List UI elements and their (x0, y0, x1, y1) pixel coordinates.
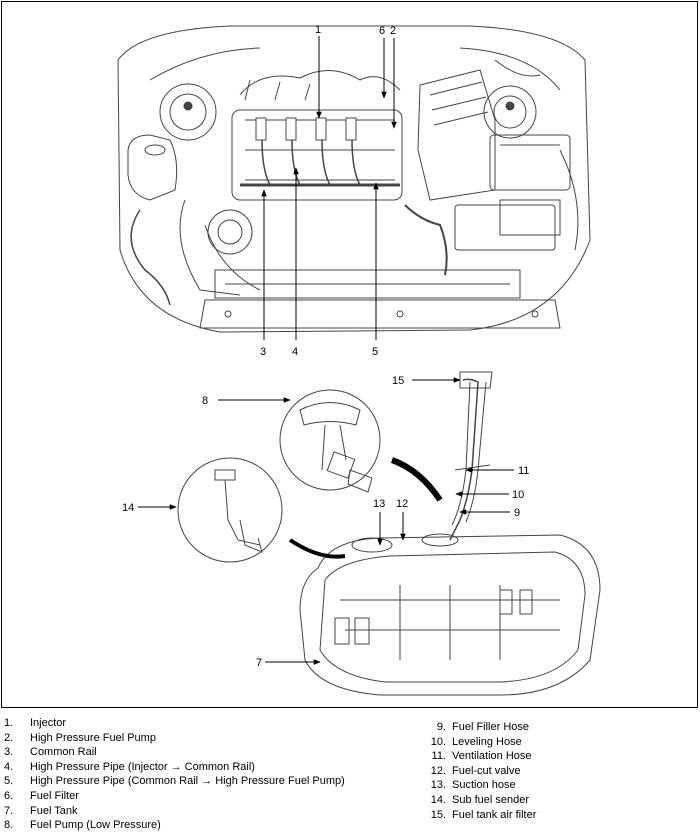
callout-2: 2 (390, 25, 397, 129)
legend-item: 9.Fuel Filler Hose (436, 721, 530, 733)
engine-bay-illustration (117, 25, 591, 333)
legend-item: 13.Suction hose (430, 779, 516, 792)
legend-item: 11.Ventilation Hose (431, 750, 532, 763)
callout-5: 5 (372, 182, 379, 358)
legend-item: 15.Fuel tank air filter (430, 808, 537, 821)
callout-2-label: 2 (390, 25, 396, 37)
callout-7-label: 7 (256, 657, 262, 669)
callout-15-label: 15 (392, 375, 404, 387)
callout-14-label: 14 (122, 502, 134, 514)
legend-item: 1.Injector (4, 717, 67, 729)
callout-12: 12 (396, 498, 408, 541)
callout-3-label: 3 (260, 346, 266, 358)
diagram-frame (1, 1, 698, 708)
callout-12-label: 12 (396, 498, 408, 510)
callout-11-label: 11 (518, 465, 529, 477)
callout-11: 11 (465, 465, 529, 477)
callout-3: 3 (260, 189, 267, 358)
callout-8: 8 (202, 395, 291, 407)
callout-4: 4 (292, 167, 299, 358)
callout-9-label: 9 (514, 507, 520, 519)
callout-14: 14 (122, 502, 177, 514)
callout-6: 6 (379, 25, 387, 99)
fuel-tank-illustration (177, 371, 601, 696)
legend-item: 6.Fuel Filter (4, 789, 79, 802)
callout-10-label: 10 (512, 489, 524, 501)
legend-item: 3.Common Rail (4, 746, 97, 759)
legend-item: 2.High Pressure Fuel Pump (4, 731, 156, 744)
legend-right: 9.Fuel Filler Hose 10.Leveling Hose 11.V… (415, 720, 537, 822)
legend-item: 7.Fuel Tank (4, 804, 78, 817)
legend-item: 8.Fuel Pump (Low Pressure) (4, 819, 161, 832)
legend-item: 14.Sub fuel sender (430, 793, 530, 806)
legend-left: 1.Injector 2.High Pressure Fuel Pump 3.C… (4, 716, 345, 833)
legend-item: 5.High Pressure Pipe (Common Rail → High… (4, 775, 345, 788)
callout-9: 9 (459, 507, 520, 519)
callout-13: 13 (373, 498, 385, 546)
callout-13-label: 13 (373, 498, 385, 510)
legend-item: 10.Leveling Hose (430, 735, 522, 748)
callout-15: 15 (392, 375, 461, 387)
callout-5-label: 5 (372, 346, 378, 358)
callout-8-label: 8 (202, 395, 208, 407)
callout-7: 7 (256, 657, 321, 669)
legend-item: 12.Fuel-cut valve (430, 764, 521, 777)
fuel-system-diagram: 1 6 2 3 4 5 (117, 24, 601, 696)
callout-4-label: 4 (292, 346, 298, 358)
legend-item: 4.High Pressure Pipe (Injector → Common … (4, 760, 255, 773)
callout-1-label: 1 (315, 24, 321, 36)
callout-1: 1 (315, 24, 322, 119)
callout-6-label: 6 (379, 25, 385, 37)
callout-10: 10 (455, 489, 524, 501)
